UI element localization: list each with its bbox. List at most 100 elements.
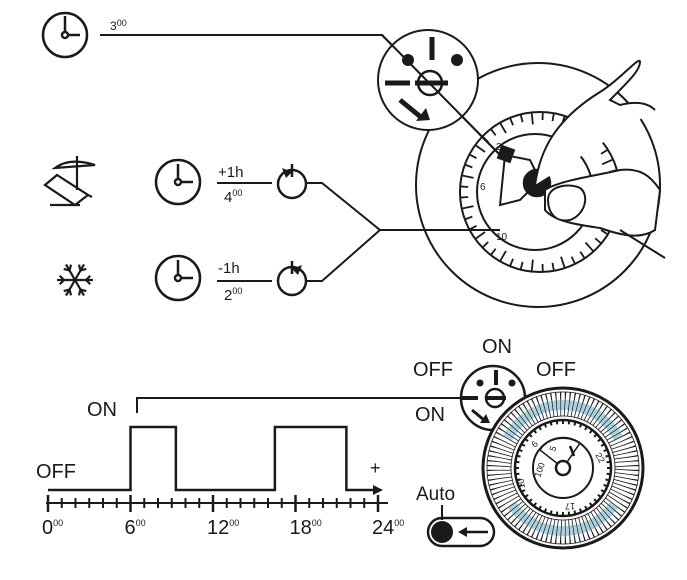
gear-tooth — [573, 510, 577, 515]
dial-tick — [499, 122, 507, 134]
dial-tick — [464, 215, 473, 221]
dial-tick — [460, 185, 469, 188]
gear-tooth — [584, 425, 588, 431]
timer-segment — [535, 394, 549, 420]
gear-tooth — [549, 510, 553, 515]
gear-tooth — [597, 493, 602, 499]
summer-clock-icon — [154, 158, 202, 206]
dial-number: 10 — [496, 232, 508, 243]
dial-tick — [474, 231, 486, 240]
manual-selector-inset-icon — [377, 29, 506, 161]
arrow-head-icon — [373, 485, 383, 495]
dial-tick — [579, 251, 586, 259]
dial-tick — [519, 114, 524, 123]
timer-segment — [500, 419, 524, 439]
gear-tooth — [516, 454, 521, 458]
dial-tick — [560, 256, 566, 269]
dial-tick — [468, 153, 477, 159]
timer-segment — [614, 460, 640, 468]
gear-tooth — [528, 433, 533, 438]
gear-tooth — [597, 437, 602, 443]
beach-chair-umbrella-icon — [43, 156, 96, 207]
timer-segment — [570, 518, 581, 544]
dial-number: 6 — [529, 439, 540, 450]
arrow-left-icon — [458, 527, 467, 537]
timer-segment — [555, 391, 563, 417]
axis-tick-label: 000 — [42, 517, 63, 539]
gear-tooth — [605, 478, 610, 482]
gear-tooth — [600, 443, 606, 447]
off-label: OFF — [36, 461, 76, 483]
selector-on-top: ON — [482, 336, 512, 358]
timer-segment — [573, 393, 586, 419]
dial-number: 10 — [515, 478, 527, 490]
winter-time: 200 — [224, 286, 242, 304]
winter-offset: -1h — [218, 260, 240, 277]
gear-tooth — [528, 498, 533, 503]
gear-tooth — [516, 478, 521, 482]
dial-number: 5 — [547, 445, 558, 453]
dial-tick — [460, 196, 469, 199]
gear-tooth — [605, 454, 610, 458]
gear-tooth — [573, 421, 577, 426]
dial-tick — [509, 117, 514, 126]
dial-number: 22 — [593, 451, 607, 465]
dial-tick — [584, 241, 595, 253]
gear-tooth — [524, 493, 529, 499]
gear-tooth — [603, 448, 608, 453]
gear-tooth — [578, 423, 583, 428]
dial-tick — [530, 112, 534, 125]
gear-tooth — [593, 433, 598, 438]
gear-tooth — [549, 421, 553, 426]
axis-tick-label: 1200 — [207, 517, 239, 539]
dial-tick — [600, 229, 609, 236]
gear-tooth — [555, 420, 559, 425]
timer-segment — [606, 427, 631, 445]
axis-tick-label: 600 — [125, 517, 146, 539]
schedule-waveform — [48, 425, 375, 492]
plus-label: + — [370, 458, 381, 478]
dial-tick — [461, 205, 474, 210]
gear-tooth — [518, 448, 523, 453]
gear-tooth — [532, 502, 538, 507]
dial-tick — [468, 225, 477, 231]
timer-segment — [522, 400, 540, 425]
rotate-clockwise-icon — [276, 164, 308, 200]
dial-tick — [509, 258, 514, 267]
gear-tooth — [584, 505, 588, 511]
timer-segment — [498, 423, 522, 442]
selector-off-right: OFF — [536, 359, 576, 381]
dial-tick — [481, 241, 489, 249]
rotate-counterclockwise-icon — [276, 261, 308, 297]
gear-tooth — [588, 429, 594, 434]
dial-tick — [570, 256, 576, 265]
gear-tooth — [538, 425, 542, 431]
gear-tooth — [515, 472, 520, 476]
gear-tooth — [543, 423, 548, 428]
gear-tooth — [588, 502, 594, 507]
axis-tick-label: 2400 — [372, 517, 404, 539]
top-time: 300 — [110, 18, 127, 33]
timer-segment — [600, 415, 623, 436]
gear-tooth — [524, 437, 529, 443]
timer-segment — [545, 518, 556, 544]
selector-on-left: ON — [415, 404, 445, 426]
dial-tick — [519, 261, 524, 270]
winter-clock-icon — [154, 254, 202, 302]
gear-tooth — [593, 498, 598, 503]
timer-segment — [522, 511, 540, 536]
dial-number: 17 — [565, 501, 575, 511]
snowflake-icon — [57, 263, 93, 297]
dial-tick — [551, 262, 555, 271]
gear-tooth — [520, 489, 526, 493]
gear-tooth — [543, 508, 548, 513]
selector-off-left: OFF — [413, 359, 453, 381]
gear-tooth — [606, 460, 611, 464]
gear-tooth — [567, 420, 571, 425]
switch-knob — [431, 521, 453, 543]
dial-number: 6 — [480, 182, 486, 193]
gear-tooth — [518, 483, 523, 488]
dial-tick — [530, 259, 534, 272]
dial-tick — [499, 250, 507, 262]
